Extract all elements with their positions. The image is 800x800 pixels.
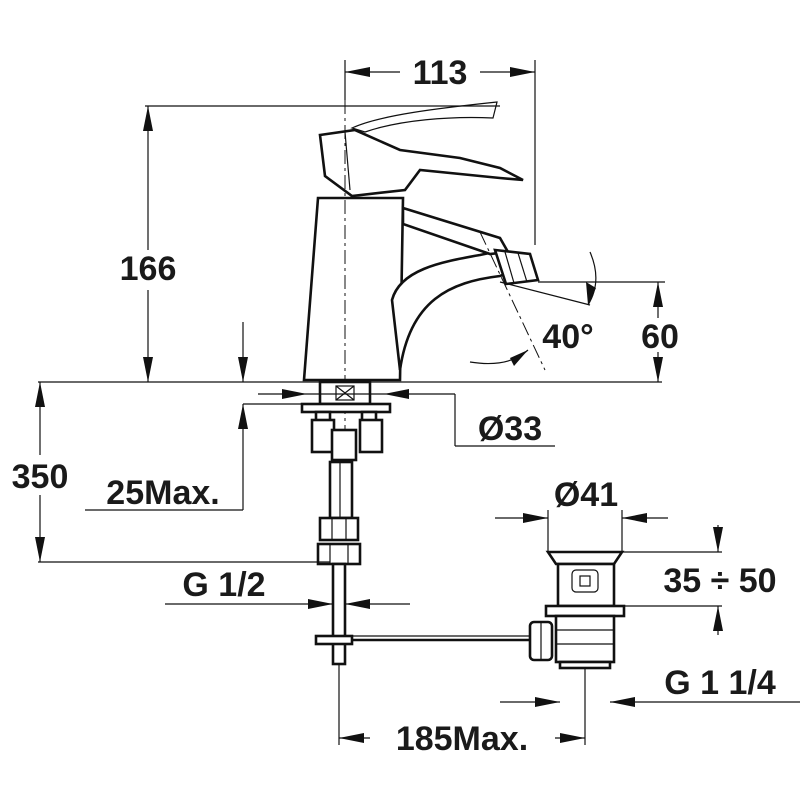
dimension-60: 60	[538, 281, 679, 382]
dimension-113: 113	[344, 54, 536, 245]
label-166: 166	[120, 250, 177, 288]
dimension-25max: 25Max.	[85, 322, 302, 512]
dimension-185max: 185Max.	[338, 664, 586, 758]
popup-waste	[528, 550, 626, 670]
label-113: 113	[413, 54, 468, 92]
label-60: 60	[641, 318, 679, 356]
lever-handle	[318, 101, 524, 198]
mounting-assembly	[300, 380, 392, 666]
spout-axis	[479, 231, 546, 371]
dimension-35-50: 35 ÷ 50	[622, 525, 777, 635]
label-d33: Ø33	[478, 410, 542, 448]
label-g114: G 1 1/4	[664, 664, 776, 702]
dimension-g12: G 1/2	[165, 566, 410, 609]
dimension-350: 350	[12, 382, 330, 563]
label-g12: G 1/2	[182, 566, 265, 604]
dimension-g114: G 1 1/4	[500, 664, 800, 707]
label-40-deg: 40°	[542, 318, 593, 356]
label-350: 350	[12, 458, 69, 496]
label-d41: Ø41	[554, 476, 618, 514]
dimension-angle-40: 40°	[469, 251, 597, 366]
dimension-166: 166	[120, 105, 500, 382]
popup-rod	[314, 634, 530, 646]
label-35-50: 35 ÷ 50	[663, 562, 776, 600]
dimension-d41: Ø41	[495, 476, 668, 552]
dimension-d33: Ø33	[258, 389, 555, 448]
label-185max: 185Max.	[396, 720, 528, 758]
faucet-body	[302, 196, 540, 382]
label-25max: 25Max.	[106, 474, 219, 512]
